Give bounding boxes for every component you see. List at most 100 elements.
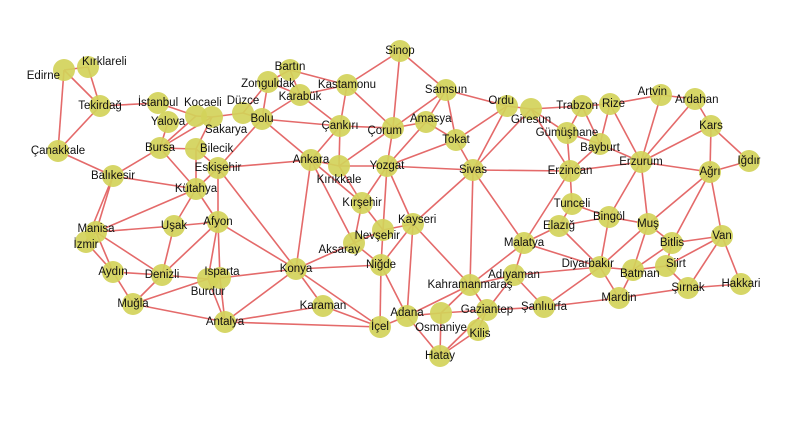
node-aksaray[interactable] <box>343 232 365 254</box>
node-zonguldak[interactable] <box>257 71 279 93</box>
node-label-trabzon: Trabzon <box>556 100 598 112</box>
node-bartin[interactable] <box>279 59 301 81</box>
node-samsun[interactable] <box>435 79 457 101</box>
node-bursa[interactable] <box>149 137 171 159</box>
node-kilis[interactable] <box>467 319 489 341</box>
node-label-kahramanmaras: Kahramanmaraş <box>427 279 512 291</box>
node-corum[interactable] <box>382 117 404 139</box>
node-erzincan[interactable] <box>559 160 581 182</box>
node-adiyaman[interactable] <box>503 264 525 286</box>
edge-kutahya-manisa <box>95 188 197 233</box>
node-edirne[interactable] <box>53 59 75 81</box>
node-afyon[interactable] <box>207 211 229 233</box>
edge-konya-afyon <box>217 221 297 270</box>
node-konya[interactable] <box>285 258 307 280</box>
node-osmaniye[interactable] <box>430 302 452 324</box>
node-label-van: Van <box>712 230 732 242</box>
node-giresun[interactable] <box>520 98 542 120</box>
node-bilecik[interactable] <box>185 138 207 160</box>
node-kocaeli[interactable] <box>185 105 207 127</box>
node-mardin[interactable] <box>608 287 630 309</box>
node-batman[interactable] <box>622 259 644 281</box>
node-icel[interactable] <box>369 316 391 338</box>
node-erzurum[interactable] <box>630 151 652 173</box>
node-agri[interactable] <box>699 161 721 183</box>
node-artvin[interactable] <box>650 84 672 106</box>
node-label-samsun: Samsun <box>425 84 467 96</box>
node-denizli[interactable] <box>151 264 173 286</box>
node-rize[interactable] <box>599 93 621 115</box>
node-nevsehir[interactable] <box>372 219 394 241</box>
node-gumushane[interactable] <box>556 122 578 144</box>
node-tekirdag[interactable] <box>89 95 111 117</box>
node-kars[interactable] <box>700 115 722 137</box>
edge-nigde-konya <box>295 264 382 270</box>
node-eskisehir[interactable] <box>207 157 229 179</box>
node-label-afyon: Afyon <box>203 216 232 228</box>
node-siirt[interactable] <box>655 255 677 277</box>
node-bolu[interactable] <box>251 108 273 130</box>
node-label-eskisehir: Eskişehir <box>195 162 242 174</box>
node-label-karaman: Karaman <box>300 300 347 312</box>
node-van[interactable] <box>711 225 733 247</box>
node-antalya[interactable] <box>214 311 236 333</box>
node-tunceli[interactable] <box>561 193 583 215</box>
node-trabzon[interactable] <box>571 95 593 117</box>
node-duzce[interactable] <box>232 102 254 124</box>
node-label-hakkari: Hakkari <box>722 278 761 290</box>
node-mugla[interactable] <box>122 293 144 315</box>
node-yozgat[interactable] <box>376 155 398 177</box>
node-label-kirsehir: Kırşehir <box>342 197 382 209</box>
node-istanbul[interactable] <box>147 92 169 114</box>
node-bingol[interactable] <box>598 206 620 228</box>
node-gaziantep[interactable] <box>476 299 498 321</box>
node-sakarya[interactable] <box>201 106 223 128</box>
node-label-kars: Kars <box>699 120 723 132</box>
node-elazig[interactable] <box>548 215 570 237</box>
node-label-mus: Muş <box>637 218 659 230</box>
node-sanliurfa[interactable] <box>533 296 555 318</box>
node-nigde[interactable] <box>370 254 392 276</box>
node-sinop[interactable] <box>389 40 411 62</box>
node-cankiri[interactable] <box>329 115 351 137</box>
node-karaman[interactable] <box>312 295 334 317</box>
node-diyarbakir[interactable] <box>589 256 611 278</box>
node-adana[interactable] <box>396 305 418 327</box>
node-ordu[interactable] <box>496 95 518 117</box>
node-usak[interactable] <box>163 215 185 237</box>
node-sivas[interactable] <box>462 159 484 181</box>
node-kastamonu[interactable] <box>336 74 358 96</box>
node-kirklareli[interactable] <box>77 56 99 78</box>
node-canakkale[interactable] <box>47 140 69 162</box>
node-kirikkale[interactable] <box>328 155 350 177</box>
node-tokat[interactable] <box>445 129 467 151</box>
node-isparta[interactable] <box>209 267 231 289</box>
node-hakkari[interactable] <box>730 273 752 295</box>
node-kahramanmaras[interactable] <box>459 274 481 296</box>
edge-erzincan-erzurum <box>569 161 642 172</box>
node-mus[interactable] <box>637 213 659 235</box>
edge-erzurum-agri <box>640 161 711 173</box>
edge-giresun-sivas <box>472 108 532 171</box>
node-kayseri[interactable] <box>402 213 424 235</box>
node-kutahya[interactable] <box>185 178 207 200</box>
node-amasya[interactable] <box>415 111 437 133</box>
node-balikesir[interactable] <box>102 165 124 187</box>
node-aydin[interactable] <box>102 261 124 283</box>
node-label-edirne: Edirne <box>27 70 60 82</box>
node-ankara[interactable] <box>300 149 322 171</box>
node-label-corum: Çorum <box>367 125 402 137</box>
node-igdir[interactable] <box>738 150 760 172</box>
node-kirsehir[interactable] <box>351 192 373 214</box>
node-yalova[interactable] <box>157 111 179 133</box>
node-bayburt[interactable] <box>589 133 611 155</box>
node-sirnak[interactable] <box>677 277 699 299</box>
node-malatya[interactable] <box>513 232 535 254</box>
node-bitlis[interactable] <box>661 232 683 254</box>
node-izmir[interactable] <box>75 231 97 253</box>
node-label-bayburt: Bayburt <box>580 142 620 154</box>
node-label-elazig: Elazığ <box>543 220 575 232</box>
node-ardahan[interactable] <box>684 88 706 110</box>
node-karabuk[interactable] <box>289 84 311 106</box>
node-hatay[interactable] <box>429 345 451 367</box>
